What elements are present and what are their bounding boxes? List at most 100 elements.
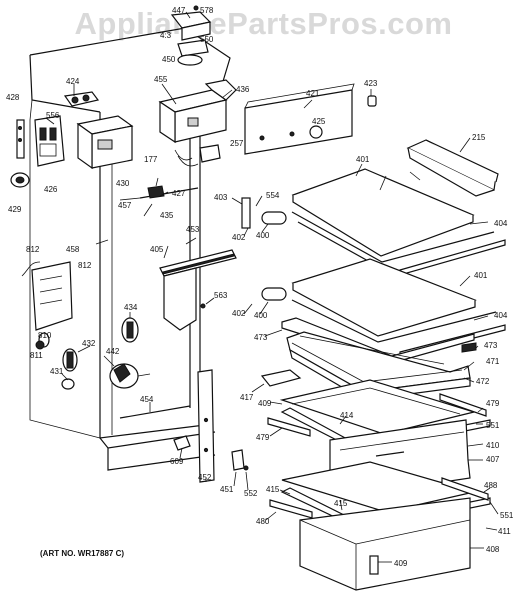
label-472: 472: [476, 377, 490, 386]
crisper-frame-473: [281, 317, 475, 393]
label-434: 434: [124, 303, 138, 312]
label-550: 550: [200, 35, 214, 44]
bracket-428: [16, 119, 25, 159]
cabinet-outline: [29, 27, 231, 471]
label-810: 810: [38, 331, 52, 340]
label-812a: 812: [26, 245, 40, 254]
label-436: 436: [236, 85, 250, 94]
label-424: 424: [66, 77, 80, 86]
label-479a: 479: [486, 399, 500, 408]
label-423: 423: [364, 79, 378, 88]
label-401b: 401: [474, 271, 488, 280]
label-411: 411: [498, 527, 511, 536]
label-563: 563: [214, 291, 228, 300]
label-812b: 812: [78, 261, 92, 270]
label-407: 407: [486, 455, 500, 464]
label-578: 578: [200, 6, 214, 15]
label-455: 455: [154, 75, 168, 84]
label-421: 421: [306, 89, 320, 98]
switch-435: [147, 177, 165, 199]
rail-479-upper: [267, 393, 487, 437]
label-413: 4:3: [160, 31, 172, 40]
label-431: 431: [50, 367, 64, 376]
label-414: 414: [340, 411, 354, 420]
label-410: 410: [486, 441, 500, 450]
leader-lines: [45, 11, 499, 563]
drawer-408: [299, 497, 471, 591]
label-427: 427: [172, 189, 186, 198]
label-404b: 404: [494, 311, 508, 320]
art-number: (ART NO. WR17887 C): [40, 549, 125, 558]
label-488: 488: [484, 481, 498, 490]
label-402b: 402: [232, 309, 246, 318]
knob-431: [61, 378, 75, 390]
label-405: 405: [150, 245, 164, 254]
label-554: 554: [266, 191, 280, 200]
label-435: 435: [160, 211, 174, 220]
label-453: 453: [186, 225, 200, 234]
label-403: 403: [214, 193, 228, 202]
bulb-811: [35, 340, 45, 350]
label-556: 556: [46, 111, 60, 120]
label-447: 447: [172, 6, 186, 15]
cam-442: [109, 363, 151, 389]
hinge-452: [197, 369, 215, 483]
label-552: 552: [244, 489, 258, 498]
label-417: 417: [240, 393, 254, 402]
light-shield-421: [244, 83, 355, 155]
label-425: 425: [312, 117, 326, 126]
label-409b: 409: [394, 559, 408, 568]
thermostat-housing-424: [63, 91, 100, 107]
shelf-stud-400-402: [241, 197, 287, 301]
label-480: 480: [256, 517, 270, 526]
bracket-451: [231, 449, 245, 471]
label-426: 426: [44, 185, 58, 194]
label-428: 428: [6, 93, 20, 102]
label-400b: 400: [254, 311, 268, 320]
label-430: 430: [116, 179, 130, 188]
label-401a: 401: [356, 155, 370, 164]
label-452: 452: [198, 473, 212, 482]
shelf-401-upper: [291, 168, 506, 276]
label-450: 450: [162, 55, 176, 64]
lamp-socket-434: [121, 317, 139, 343]
label-451: 451: [220, 485, 234, 494]
label-479b: 479: [256, 433, 270, 442]
button-609: [173, 435, 191, 451]
switch-432: [62, 348, 78, 372]
label-473b: 473: [484, 341, 498, 350]
label-551a: 551: [486, 421, 500, 430]
label-415b: 415: [334, 499, 348, 508]
label-811: 811: [30, 351, 43, 360]
wire-harness-257: [174, 144, 221, 167]
thermostat-knob-429: [10, 172, 30, 188]
damper-control-assembly: [170, 5, 212, 66]
label-215: 215: [472, 133, 486, 142]
shelf-support-405: [159, 249, 237, 331]
watermark-text: AppliancePartsPros.com: [74, 6, 453, 41]
fan-housing-455: [158, 79, 237, 144]
label-404a: 404: [494, 219, 508, 228]
clip-473: [461, 342, 477, 353]
label-458: 458: [66, 245, 80, 254]
label-415a: 415: [266, 485, 280, 494]
label-400a: 400: [256, 231, 270, 240]
part-number-labels: 447 578 4:3 550 450 424 455 436 421 423 …: [6, 6, 514, 568]
label-177: 177: [144, 155, 158, 164]
label-409a: 409: [258, 399, 272, 408]
screw-563: [200, 303, 206, 309]
dairy-tray-215: [406, 139, 499, 197]
light-bracket-810: [21, 261, 73, 348]
label-442: 442: [106, 347, 120, 356]
screw-552: [243, 465, 249, 471]
label-402a: 402: [232, 233, 246, 242]
label-454: 454: [140, 395, 154, 404]
control-box-430: [76, 115, 134, 170]
label-609: 609: [170, 457, 184, 466]
light-socket-426: [34, 115, 65, 167]
shelf-401-lower: [291, 258, 506, 358]
label-429: 429: [8, 205, 22, 214]
screw-423: [367, 95, 377, 107]
